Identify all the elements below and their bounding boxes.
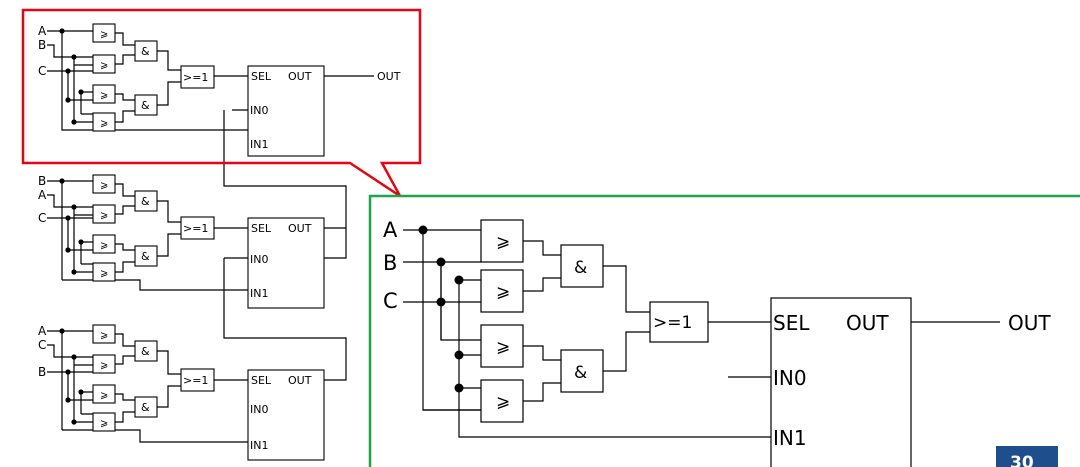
and-gate-label: & [141, 401, 150, 414]
ge-gate-label: ⩾ [496, 232, 510, 252]
mux-block [247, 217, 325, 309]
mux-in0: IN0 [250, 253, 268, 266]
mux-out: OUT [288, 70, 312, 83]
ge-gate-label: ⩾ [100, 210, 108, 221]
input-label: A [38, 188, 47, 202]
ge-gate-label: ⩾ [100, 118, 108, 129]
mux-out: OUT [288, 374, 312, 387]
and-gate [560, 244, 604, 288]
ge-gate [480, 269, 524, 313]
ge-gate-label: ⩾ [100, 180, 108, 191]
or-gate-label: >=1 [653, 313, 692, 333]
ge-gate-label: ⩾ [100, 360, 108, 371]
ge-gate-label: ⩾ [496, 282, 510, 302]
ge-gate-label: ⩾ [100, 390, 108, 401]
page-number: 30 [1010, 453, 1034, 467]
zoom-frame [368, 194, 1080, 467]
mux-in0: IN0 [250, 104, 268, 117]
ge-gate-label: ⩾ [496, 337, 510, 357]
zoom-input-label: A [383, 218, 398, 242]
mux-sel: SEL [251, 70, 272, 83]
and-gate-label: & [574, 363, 587, 383]
circuit-1: A B C ⩾ ⩾ ⩾ ⩾ & & >=1 SEL OUT [38, 23, 401, 259]
zoom-panel: A B C ⩾ ⩾ ⩾ ⩾ & & >=1 SEL OUT IN0 IN1 OU [368, 194, 1080, 467]
and-gate-label: & [141, 345, 150, 358]
mux-in0: IN0 [250, 403, 268, 416]
mux-block [247, 65, 325, 157]
output-label: OUT [377, 70, 401, 83]
mux-out: OUT [288, 222, 312, 235]
ge-gate-label: ⩾ [100, 268, 108, 279]
and-gate-label: & [574, 258, 587, 278]
mux-in1: IN1 [773, 426, 807, 450]
zoom-output-label: OUT [1008, 311, 1051, 335]
or-gate-label: >=1 [183, 71, 208, 84]
and-gate-label: & [141, 195, 150, 208]
input-label: A [38, 24, 47, 38]
highlight-callout [21, 8, 422, 198]
ge-gate-label: ⩾ [100, 60, 108, 71]
mux-in1: IN1 [250, 439, 268, 452]
ge-gate-label: ⩾ [100, 29, 108, 40]
input-label: C [38, 338, 46, 352]
ge-gate-label: ⩾ [496, 392, 510, 412]
input-label: B [38, 365, 46, 379]
or-gate [180, 65, 215, 89]
input-label: A [38, 324, 47, 338]
ge-gate-label: ⩾ [100, 330, 108, 341]
mux-sel: SEL [773, 311, 810, 335]
or-gate [649, 301, 709, 343]
mux-block [770, 297, 912, 467]
mux-in1: IN1 [250, 138, 268, 151]
circuit-3: A C B ⩾ ⩾ ⩾ ⩾ & & >=1 SEL OUT IN0 IN1 [38, 324, 325, 461]
and-gate-label: & [141, 45, 150, 58]
mux-sel: SEL [251, 222, 272, 235]
input-label: B [38, 38, 46, 52]
and-gate-label: & [141, 250, 150, 263]
junction-dots [418, 225, 464, 393]
or-gate-label: >=1 [183, 222, 208, 235]
zoom-input-label: C [383, 289, 398, 313]
ge-gate-label: ⩾ [100, 90, 108, 101]
mux-in1: IN1 [250, 287, 268, 300]
ge-gate-label: ⩾ [100, 418, 108, 429]
input-label: C [38, 64, 46, 78]
mux-out: OUT [846, 311, 889, 335]
zoom-input-label: B [383, 251, 397, 275]
or-gate-label: >=1 [183, 374, 208, 387]
mux-block [247, 369, 325, 461]
and-gate-label: & [141, 99, 150, 112]
ge-gate [480, 379, 524, 423]
circuit-2: B A C ⩾ ⩾ ⩾ ⩾ & & >=1 SEL OUT IN0 IN1 [38, 174, 347, 381]
mux-in0: IN0 [773, 366, 807, 390]
ge-gate [480, 219, 524, 263]
input-label: C [38, 211, 46, 225]
input-label: B [38, 174, 46, 188]
ge-gate-label: ⩾ [100, 240, 108, 251]
page-number-badge [996, 446, 1058, 467]
mux-sel: SEL [251, 374, 272, 387]
and-gate [560, 349, 604, 393]
